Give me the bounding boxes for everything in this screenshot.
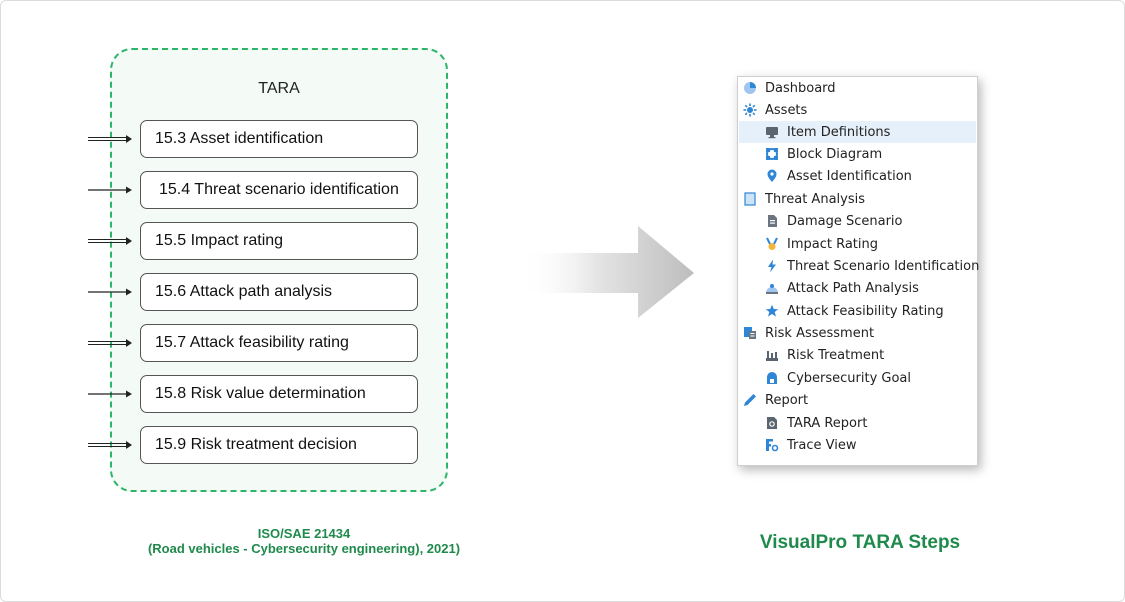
double-arrow-icon	[88, 237, 132, 245]
tara-step-threat-scenario-identification: 15.4 Threat scenario identification	[140, 171, 418, 209]
tree-item-label: Attack Feasibility Rating	[787, 303, 944, 319]
tree-item-dashboard[interactable]: Dashboard	[739, 77, 976, 99]
arrow-icon	[88, 186, 132, 194]
tara-step-label: 15.6 Attack path analysis	[155, 283, 332, 300]
location-pin-icon	[765, 169, 779, 183]
tree-item-damage-scenario[interactable]: Damage Scenario	[739, 210, 976, 232]
tree-item-trace-view[interactable]: Trace View	[739, 434, 976, 456]
tree-item-impact-rating[interactable]: Impact Rating	[739, 233, 976, 255]
tree-item-threat-analysis[interactable]: Threat Analysis	[739, 188, 976, 210]
block-diagram-icon	[765, 147, 779, 161]
tree-item-risk-treatment[interactable]: Risk Treatment	[739, 344, 976, 366]
big-right-arrow-icon	[520, 226, 694, 318]
standard-caption-line1: ISO/SAE 21434	[257, 526, 351, 541]
report-icon	[765, 416, 779, 430]
tara-step-label: 15.3 Asset identification	[155, 130, 324, 147]
tara-step-label: 15.8 Risk value determination	[155, 385, 366, 402]
monitor-icon	[765, 125, 779, 139]
tree-item-report[interactable]: Report	[739, 389, 976, 411]
document-icon	[765, 214, 779, 228]
tara-step-label: 15.7 Attack feasibility rating	[155, 334, 349, 351]
tree-item-tara-report[interactable]: TARA Report	[739, 412, 976, 434]
factory-icon	[765, 348, 779, 362]
dashboard-icon	[743, 81, 757, 95]
tree-item-label: Cybersecurity Goal	[787, 370, 912, 386]
tara-step-label: 15.9 Risk treatment decision	[155, 436, 357, 453]
tara-title: TARA	[258, 80, 300, 97]
tree-item-label: Item Definitions	[787, 124, 891, 140]
tree-item-asset-identification[interactable]: Asset Identification	[739, 165, 976, 187]
tree-item-attack-path-analysis[interactable]: Attack Path Analysis	[739, 277, 976, 299]
tara-steps-tree: Dashboard Assets Item Definitions Block …	[737, 76, 980, 466]
tara-step-asset-identification: 15.3 Asset identification	[140, 120, 418, 158]
tara-step-impact-rating: 15.5 Impact rating	[140, 222, 418, 260]
tree-item-attack-feasibility-rating[interactable]: Attack Feasibility Rating	[739, 300, 976, 322]
standard-caption: ISO/SAE 21434 (Road vehicles - Cybersecu…	[120, 526, 488, 556]
threat-analysis-icon	[743, 192, 757, 206]
double-arrow-icon	[88, 339, 132, 347]
tree-item-label: Impact Rating	[787, 236, 879, 252]
tree-item-label: Assets	[765, 102, 808, 118]
tree-item-label: TARA Report	[787, 415, 868, 431]
pencil-icon	[743, 393, 757, 407]
tree-item-label: Report	[765, 392, 809, 408]
trace-icon	[765, 438, 779, 452]
shield-icon	[765, 371, 779, 385]
tara-step-label: 15.4 Threat scenario identification	[159, 181, 399, 198]
double-arrow-icon	[88, 441, 132, 449]
tree-item-risk-assessment[interactable]: Risk Assessment	[739, 322, 976, 344]
tree-item-item-definitions[interactable]: Item Definitions	[739, 121, 976, 143]
tree-item-assets[interactable]: Assets	[739, 99, 976, 121]
star-icon	[765, 304, 779, 318]
medal-icon	[765, 237, 779, 251]
tara-step-risk-treatment-decision: 15.9 Risk treatment decision	[140, 426, 418, 464]
tree-item-cybersecurity-goal[interactable]: Cybersecurity Goal	[739, 367, 976, 389]
standard-caption-line2: (Road vehicles - Cybersecurity engineeri…	[147, 541, 461, 556]
double-arrow-icon	[88, 135, 132, 143]
tree-item-label: Risk Assessment	[765, 325, 875, 341]
tree-item-label: Damage Scenario	[787, 213, 903, 229]
tree-item-label: Dashboard	[765, 80, 836, 96]
risk-assessment-icon	[743, 326, 757, 340]
assets-icon	[743, 103, 757, 117]
tree-item-label: Threat Scenario Identification	[787, 258, 980, 274]
tree-item-label: Attack Path Analysis	[787, 280, 919, 296]
tree-item-label: Threat Analysis	[765, 191, 865, 207]
arrow-icon	[88, 390, 132, 398]
tara-step-attack-feasibility-rating: 15.7 Attack feasibility rating	[140, 324, 418, 362]
tara-step-risk-value-determination: 15.8 Risk value determination	[140, 375, 418, 413]
tara-step-attack-path-analysis: 15.6 Attack path analysis	[140, 273, 418, 311]
tara-step-label: 15.5 Impact rating	[155, 232, 284, 249]
tree-item-block-diagram[interactable]: Block Diagram	[739, 143, 976, 165]
tree-item-threat-scenario-identification[interactable]: Threat Scenario Identification	[739, 255, 980, 277]
tree-item-label: Block Diagram	[787, 146, 883, 162]
steps-caption: VisualPro TARA Steps	[759, 532, 961, 553]
tree-item-label: Trace View	[787, 437, 857, 453]
path-icon	[765, 281, 779, 295]
arrow-icon	[88, 288, 132, 296]
tree-item-label: Asset Identification	[787, 168, 912, 184]
lightning-icon	[765, 259, 779, 273]
tree-item-label: Risk Treatment	[787, 347, 885, 363]
